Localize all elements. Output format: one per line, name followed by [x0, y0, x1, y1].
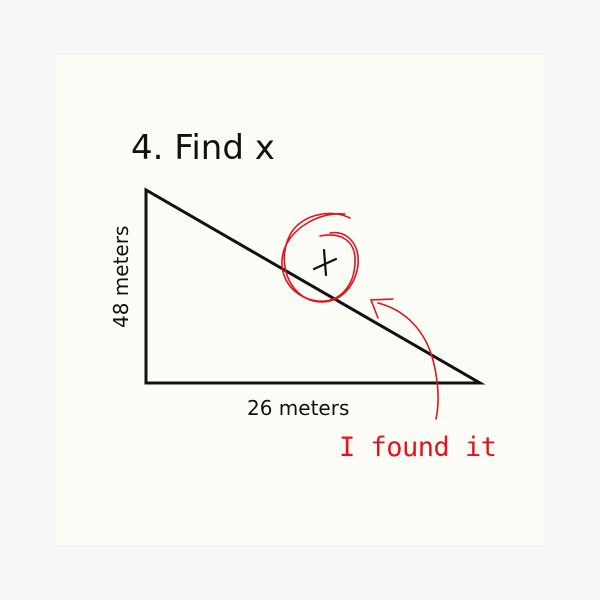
red-scribble-circle [281, 212, 359, 303]
problem-title: 4. Find x [131, 128, 275, 168]
red-arrow-icon [369, 298, 439, 420]
found-it-annotation: I found it [339, 432, 497, 463]
right-triangle [144, 187, 486, 385]
side-length-label: 48 meters [109, 225, 133, 328]
base-length-label: 26 meters [247, 396, 350, 420]
art-print-canvas [55, 55, 545, 545]
unknown-x-mark [312, 248, 338, 277]
